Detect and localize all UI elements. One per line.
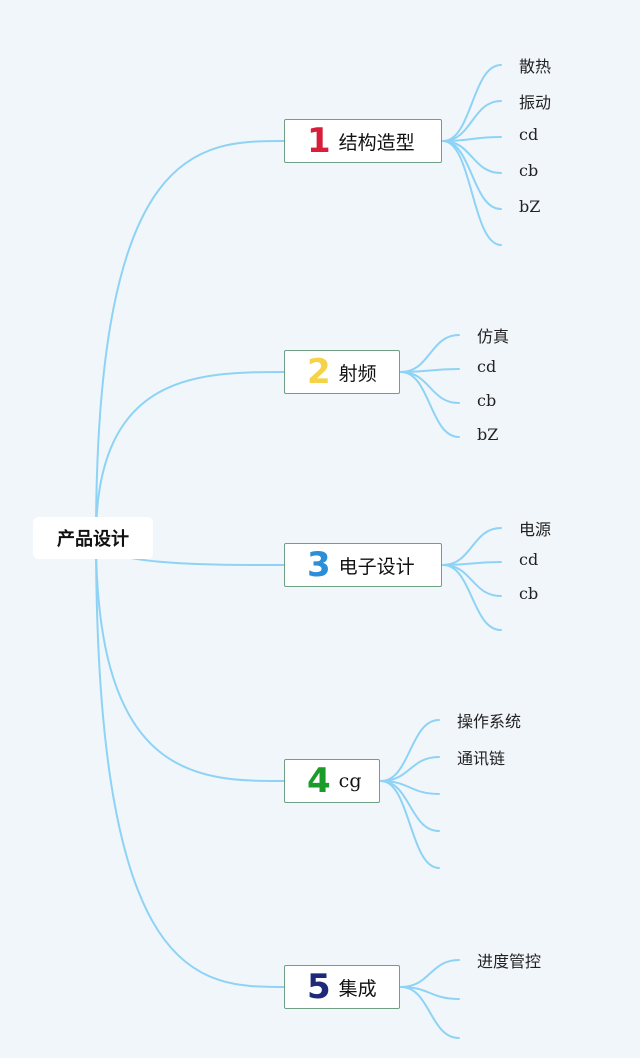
leaf-node[interactable]: cd	[477, 357, 497, 376]
leaf-connector	[400, 986, 460, 1039]
leaf-connector	[442, 64, 502, 142]
branch-number: 5	[307, 967, 331, 1007]
branch-number: 3	[307, 545, 331, 585]
branch-number: 2	[307, 352, 331, 392]
leaf-connector	[400, 334, 460, 373]
leaf-node[interactable]: 散热	[519, 57, 552, 76]
leaf-connector	[400, 371, 460, 438]
leaf-connector	[380, 780, 440, 869]
leaf-node[interactable]: 仿真	[477, 327, 510, 346]
leaf-connector	[442, 140, 502, 210]
leaf-node[interactable]: 操作系统	[457, 712, 522, 731]
leaf-node[interactable]: cb	[519, 161, 539, 180]
branch-number: 4	[307, 761, 331, 801]
leaf-connector	[442, 564, 502, 597]
leaf-node[interactable]: cd	[519, 125, 539, 144]
branch-node-integration[interactable]: 5 集成	[284, 965, 400, 1009]
branch-label: 电子设计	[338, 555, 415, 578]
branch-node-cg[interactable]: 4 cg	[284, 759, 380, 803]
leaf-connector	[442, 527, 502, 566]
leaf-connector	[442, 100, 502, 142]
branch-label: cg	[338, 770, 362, 792]
branch-label: 集成	[338, 977, 377, 1000]
leaf-node[interactable]: bZ	[477, 425, 499, 444]
branch-node-structure[interactable]: 1 结构造型	[284, 119, 442, 163]
leaf-node[interactable]: 电源	[519, 520, 552, 539]
root-connector	[95, 371, 285, 539]
root-node[interactable]: 产品设计	[33, 517, 153, 559]
branch-node-electronics[interactable]: 3 电子设计	[284, 543, 442, 587]
root-label: 产品设计	[57, 529, 129, 550]
leaf-connector	[380, 756, 440, 782]
branch-number: 1	[307, 121, 331, 161]
branch-label: 射频	[338, 362, 377, 385]
leaf-node[interactable]: 进度管控	[477, 952, 542, 971]
leaf-node[interactable]: cd	[519, 550, 539, 569]
leaf-node[interactable]: bZ	[519, 197, 541, 216]
leaf-node[interactable]: 振动	[519, 93, 552, 112]
root-connector	[95, 140, 285, 539]
branch-label: 结构造型	[338, 131, 415, 154]
leaf-node[interactable]: cb	[477, 391, 497, 410]
leaf-node[interactable]: cb	[519, 584, 539, 603]
root-connector	[95, 537, 285, 782]
root-connector	[95, 537, 285, 988]
leaf-connector	[442, 140, 502, 246]
leaf-connector	[400, 371, 460, 404]
leaf-node[interactable]: 通讯链	[457, 749, 506, 768]
leaf-connector	[380, 719, 440, 782]
branch-node-rf[interactable]: 2 射频	[284, 350, 400, 394]
leaf-connector	[400, 959, 460, 988]
leaf-connector	[442, 564, 502, 631]
